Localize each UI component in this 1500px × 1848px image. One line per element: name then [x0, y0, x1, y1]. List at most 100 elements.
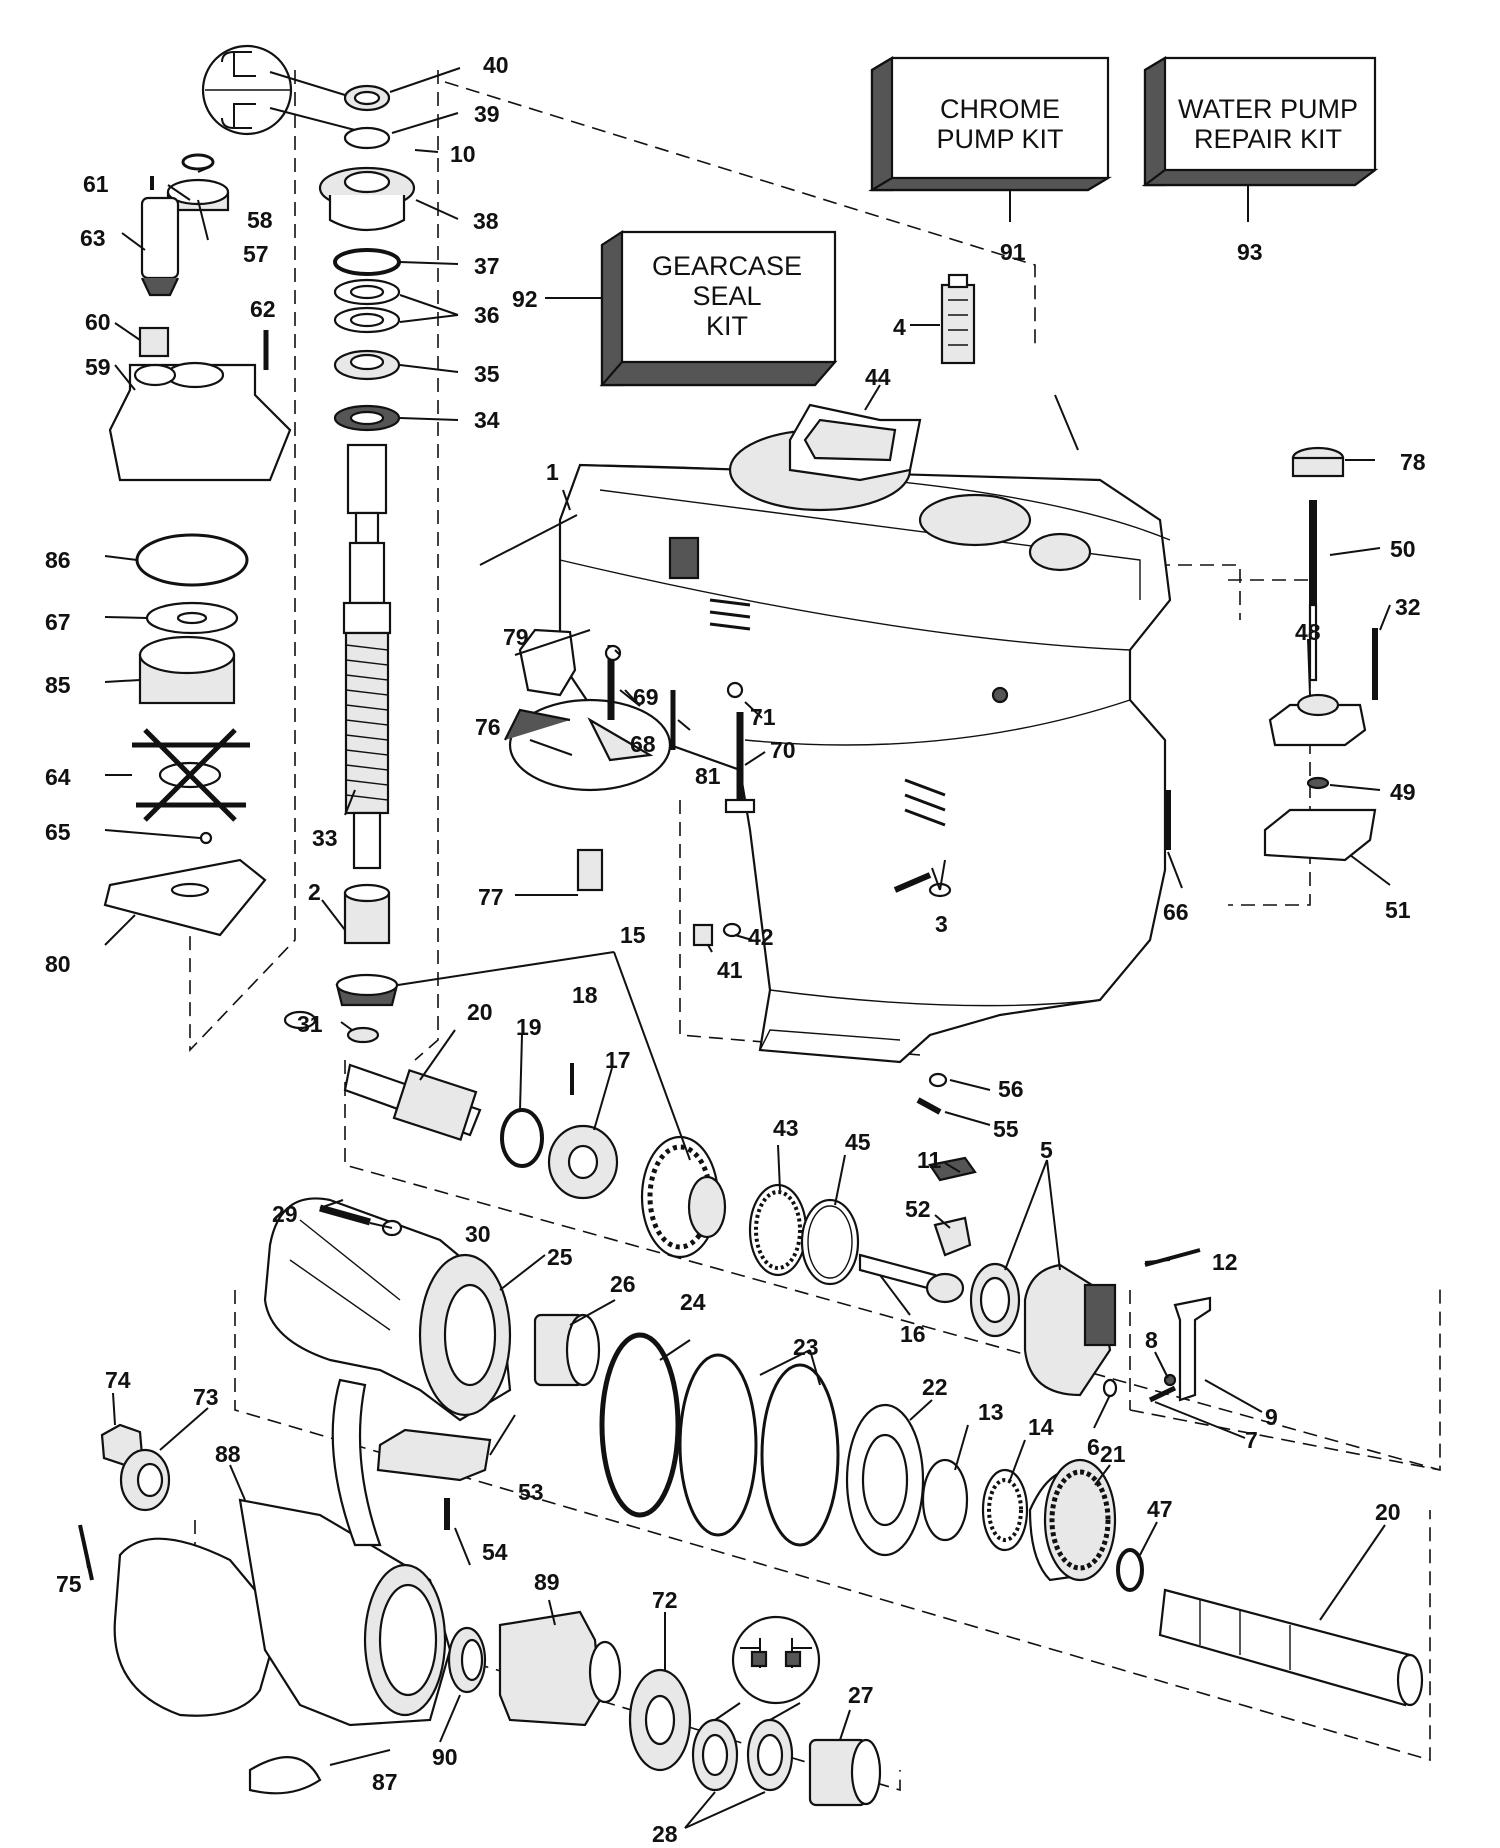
gearcase-seal-kit-line3: KIT: [706, 311, 748, 341]
callout-38: 38: [473, 208, 499, 234]
callout-28: 28: [652, 1821, 678, 1847]
callout-33: 33: [312, 825, 338, 851]
callout-64: 64: [45, 764, 71, 790]
callout-56: 56: [998, 1076, 1024, 1102]
callout-44: 44: [865, 364, 891, 390]
pinion-and-gears: [343, 1063, 860, 1286]
callout-60: 60: [85, 309, 111, 335]
callout-72: 72: [652, 1587, 678, 1613]
callout-30: 30: [465, 1221, 491, 1247]
misc-small-parts: [283, 1010, 317, 1030]
callout-55: 55: [993, 1116, 1019, 1142]
callout-42: 42: [748, 924, 774, 950]
anode: [940, 273, 976, 365]
callout-89: 89: [534, 1569, 560, 1595]
callout-36: 36: [474, 302, 500, 328]
callout-6: 6: [1087, 1434, 1100, 1460]
chrome-pump-kit-box: CHROME PUMP KIT: [868, 56, 1112, 192]
callout-57: 57: [243, 241, 269, 267]
callout-70: 70: [770, 737, 796, 763]
seal-orientation-inset-top: [201, 44, 356, 136]
leader-lines: [84, 67, 1391, 1829]
callout-92: 92: [512, 286, 538, 312]
chrome-pump-kit-line1: CHROME: [940, 94, 1060, 124]
callout-86: 86: [45, 547, 71, 573]
callout-67: 67: [45, 609, 71, 635]
callout-93: 93: [1237, 239, 1263, 265]
small-hardware: [692, 872, 952, 1115]
callout-24: 24: [680, 1289, 706, 1315]
callout-75: 75: [56, 1571, 82, 1597]
callout-71: 71: [750, 704, 776, 730]
callout-74: 74: [105, 1367, 131, 1393]
callout-90: 90: [432, 1744, 458, 1770]
callout-45: 45: [845, 1129, 871, 1155]
gearcase-seal-kit-line1: GEARCASE: [652, 251, 802, 281]
water-pump-repair-kit-box: WATER PUMP REPAIR KIT: [1141, 56, 1379, 187]
callout-77: 77: [478, 884, 504, 910]
callout-50: 50: [1390, 536, 1416, 562]
callout-62: 62: [250, 296, 276, 322]
trim-tab: [504, 698, 672, 792]
callout-29: 29: [272, 1201, 298, 1227]
callout-35: 35: [474, 361, 500, 387]
callout-5: 5: [1040, 1137, 1053, 1163]
water-pump-kit-line1: WATER PUMP: [1178, 94, 1358, 124]
callout-19: 19: [516, 1014, 542, 1040]
callout-10: 10: [450, 141, 476, 167]
callout-88: 88: [215, 1441, 241, 1467]
callout-59: 59: [85, 354, 111, 380]
callout-14: 14: [1028, 1414, 1054, 1440]
callout-66: 66: [1163, 899, 1189, 925]
callout-15: 15: [620, 922, 646, 948]
callout-4: 4: [893, 314, 906, 340]
fastener-79: [518, 628, 577, 697]
callout-85: 85: [45, 672, 71, 698]
part-callouts: 40 39 10 38 37 36 35 34 33 2 31 20 19 18…: [45, 52, 1426, 1847]
callout-73: 73: [193, 1384, 219, 1410]
callout-41: 41: [717, 957, 743, 983]
callout-2: 2: [308, 879, 321, 905]
cavitation-plate: [376, 1428, 492, 1530]
callout-48: 48: [1295, 619, 1321, 645]
callout-11: 11: [917, 1147, 942, 1173]
callout-53: 53: [518, 1479, 544, 1505]
water-pump-assembly: [103, 153, 292, 937]
reverse-gear-and-propshaft: [1028, 1458, 1424, 1707]
callout-54: 54: [482, 1539, 508, 1565]
chrome-pump-kit-line2: PUMP KIT: [936, 124, 1063, 154]
callout-26: 26: [610, 1271, 636, 1297]
callout-27: 27: [848, 1682, 874, 1708]
exhaust-seal: [788, 403, 922, 482]
housing-bolts: [576, 644, 756, 892]
pinion-shaft-20-upper: [343, 1063, 482, 1141]
callout-58: 58: [247, 207, 273, 233]
propeller: [113, 1378, 452, 1795]
callout-87: 87: [372, 1769, 398, 1795]
callout-80: 80: [45, 951, 71, 977]
impeller: [132, 728, 250, 822]
callout-23: 23: [793, 1334, 819, 1360]
gearcase-seal-kit-box: GEARCASE SEAL KIT: [599, 229, 838, 387]
callout-52: 52: [905, 1196, 931, 1222]
callout-32: 32: [1395, 594, 1421, 620]
callout-17: 17: [605, 1047, 631, 1073]
callout-69: 69: [633, 684, 659, 710]
callout-12: 12: [1212, 1249, 1238, 1275]
dog-clutch-17: [547, 1124, 619, 1200]
driveshaft-bearing-stack: [318, 84, 416, 1044]
callout-49: 49: [1390, 779, 1416, 805]
callout-63: 63: [80, 225, 106, 251]
callout-20a: 20: [467, 999, 493, 1025]
callout-37: 37: [474, 253, 500, 279]
callout-22: 22: [922, 1374, 948, 1400]
seal-orientation-inset-bottom: [731, 1615, 821, 1705]
callout-18: 18: [572, 982, 598, 1008]
assembly-dashed-lines: [189, 70, 1441, 1792]
callout-31: 31: [297, 1011, 323, 1037]
callout-40: 40: [483, 52, 509, 78]
water-pump-kit-line2: REPAIR KIT: [1194, 124, 1342, 154]
callout-3: 3: [935, 911, 948, 937]
shift-rod-assembly: [1165, 446, 1378, 862]
